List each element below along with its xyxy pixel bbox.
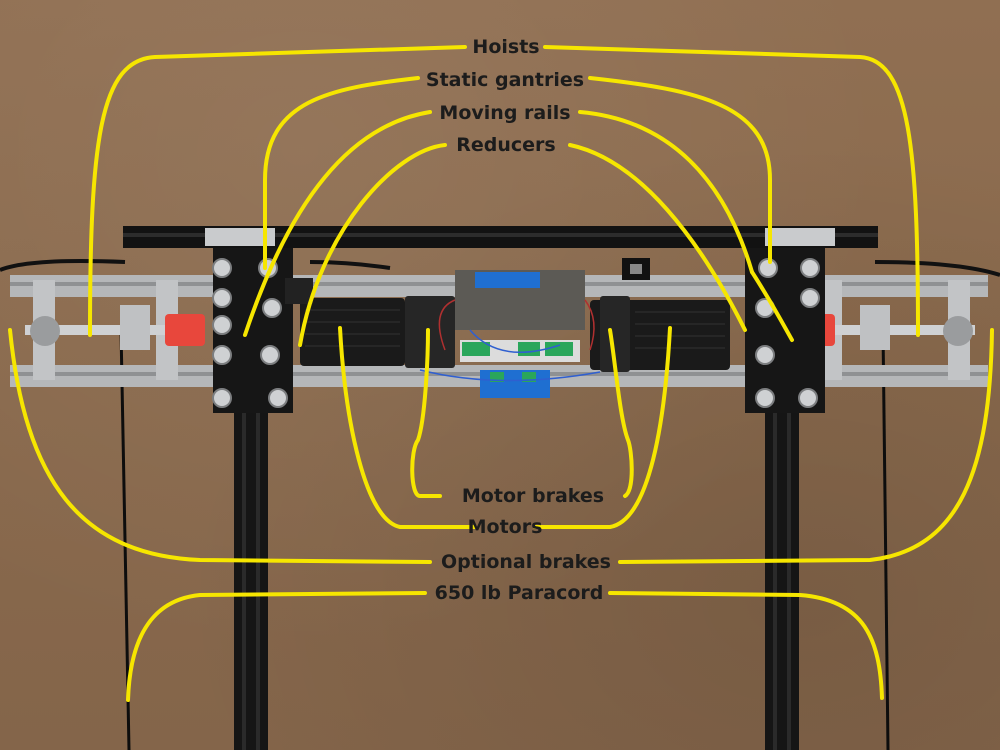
- leader-motor-brakes: [410, 328, 634, 498]
- leader-hoists: [88, 45, 920, 337]
- top-rail: [123, 226, 878, 248]
- annotation-leader-lines: [8, 45, 994, 702]
- label-reducers: Reducers: [456, 134, 556, 156]
- label-hoists: Hoists: [472, 36, 540, 58]
- label-static-gantries: Static gantries: [425, 69, 585, 91]
- leader-static-gantries: [263, 76, 772, 270]
- label-paracord: 650 lb Paracord: [434, 582, 604, 604]
- label-moving-rails: Moving rails: [439, 102, 571, 124]
- leader-motors: [338, 326, 672, 529]
- label-motors: Motors: [467, 516, 543, 538]
- leader-optional-brakes: [8, 328, 994, 564]
- leader-moving-rails: [243, 110, 794, 342]
- leader-paracord: [126, 591, 884, 702]
- leader-reducers: [298, 143, 747, 347]
- motors-illustration: [300, 296, 730, 372]
- label-motor-brakes: Motor brakes: [461, 485, 605, 507]
- cables: [0, 259, 1000, 277]
- label-optional-brakes: Optional brakes: [441, 551, 611, 573]
- control-electronics: [285, 258, 650, 398]
